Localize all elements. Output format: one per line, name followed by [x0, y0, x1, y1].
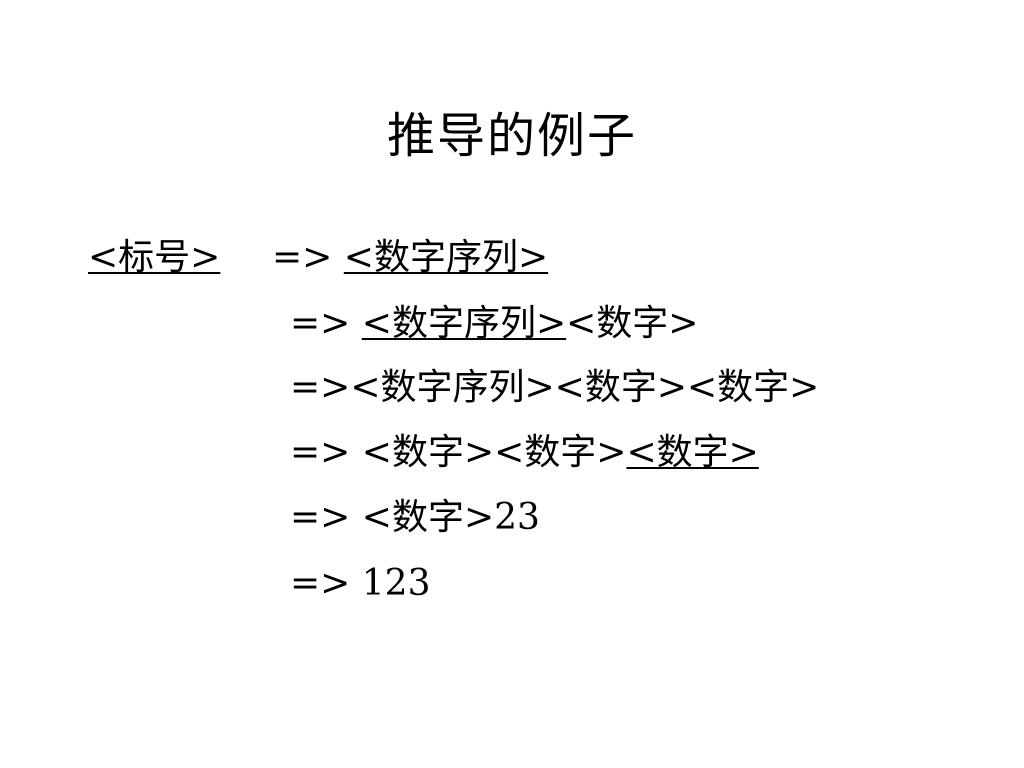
step-text: <数字>23: [361, 497, 540, 538]
derive-arrow: =>: [290, 367, 351, 408]
step-underlined-term: <数字序列>: [343, 237, 549, 278]
lhs-label: <标号>: [88, 237, 221, 278]
step-text: <数字序列><数字><数字>: [350, 367, 820, 408]
derivation-step-5: => <数字>23: [290, 496, 540, 540]
step-text: 123: [361, 563, 431, 604]
step-text: <数字><数字>: [361, 432, 627, 473]
derive-arrow: =>: [290, 432, 362, 473]
derivation-step-6: => 123: [290, 562, 431, 606]
derivation-lhs: <标号>: [88, 236, 220, 280]
derivation-step-2: => <数字序列><数字>: [290, 302, 698, 346]
derive-arrow: =>: [290, 497, 362, 538]
step-underlined-term: <数字序列>: [361, 303, 567, 344]
derivation-step-3: =><数字序列><数字><数字>: [290, 366, 819, 410]
derivation-step-4: => <数字><数字><数字>: [290, 431, 759, 475]
derive-arrow: =>: [290, 563, 362, 604]
derive-arrow: =>: [290, 303, 362, 344]
derivation-step-1: => <数字序列>: [272, 236, 548, 280]
slide-title: 推导的例子: [386, 108, 637, 164]
derive-arrow: =>: [272, 237, 344, 278]
step-underlined-term: <数字>: [626, 432, 759, 473]
step-text: <数字>: [566, 303, 699, 344]
